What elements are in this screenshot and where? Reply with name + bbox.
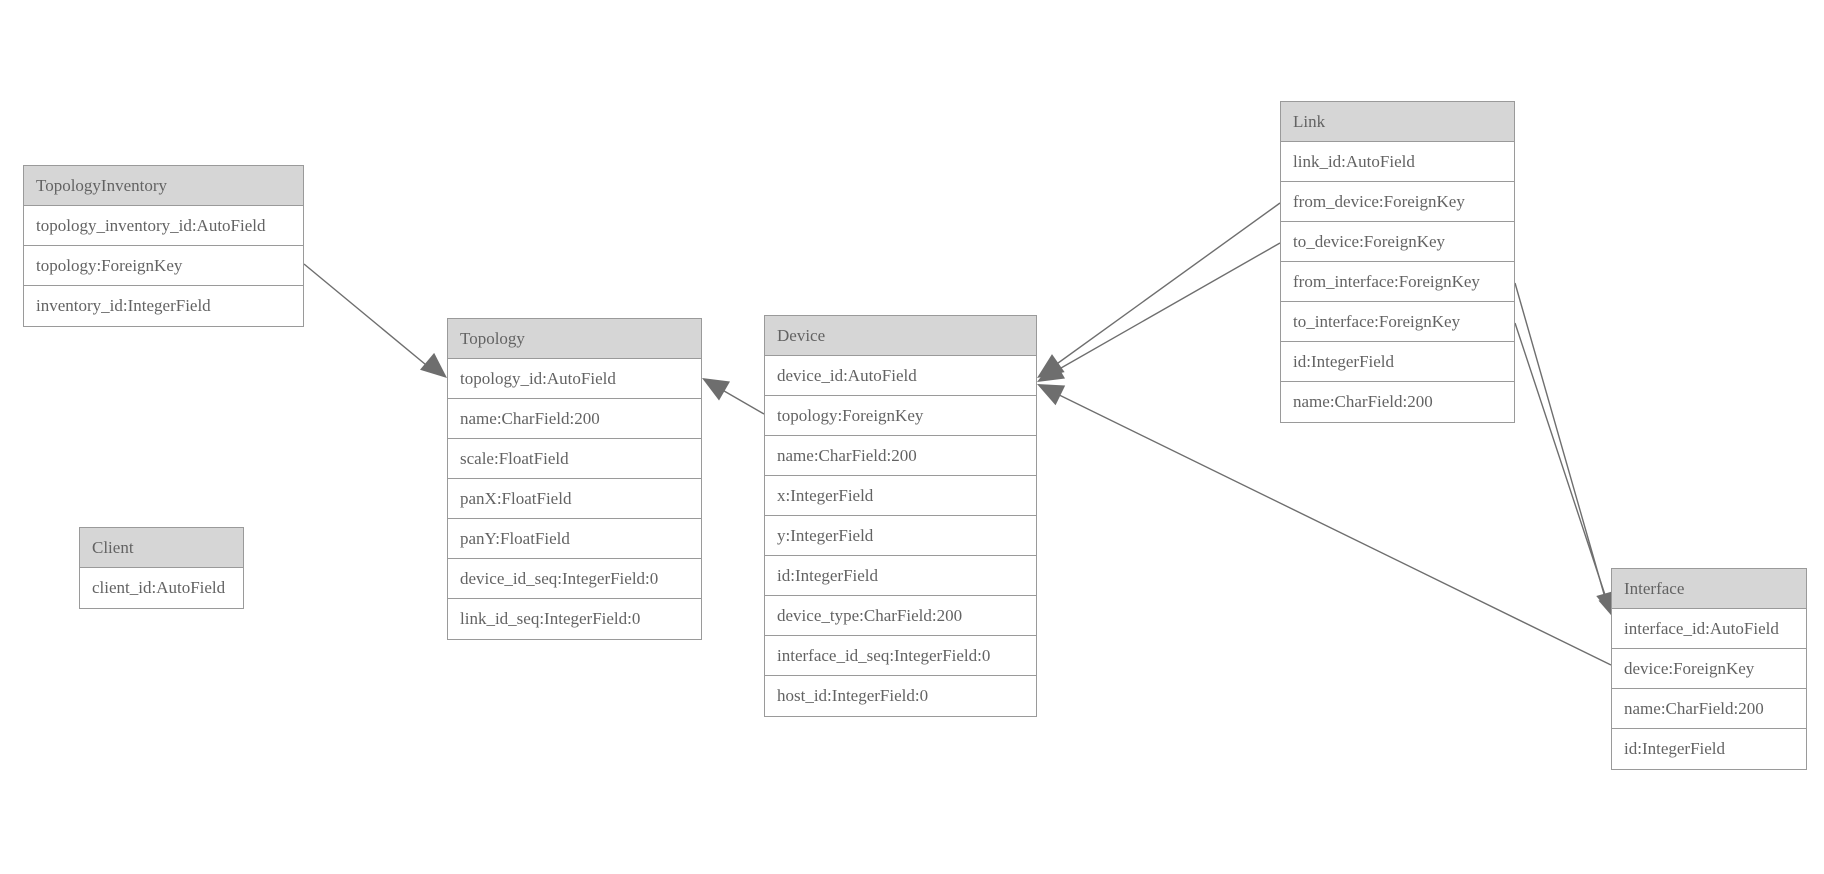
entity-field: device:ForeignKey: [1612, 649, 1806, 689]
entity-field: from_interface:ForeignKey: [1281, 262, 1514, 302]
entity-field: device_id_seq:IntegerField:0: [448, 559, 701, 599]
entity-field: id:IntegerField: [1612, 729, 1806, 769]
entity-field: link_id_seq:IntegerField:0: [448, 599, 701, 639]
entity-field: topology_id:AutoField: [448, 359, 701, 399]
relationship-line-link-to-device: [1046, 242, 1281, 377]
entity-field: id:IntegerField: [1281, 342, 1514, 382]
entity-field: panY:FloatField: [448, 519, 701, 559]
entity-field: id:IntegerField: [765, 556, 1036, 596]
entity-field: to_device:ForeignKey: [1281, 222, 1514, 262]
entity-field: client_id:AutoField: [80, 568, 243, 608]
relationship-line-link-to-interface: [1514, 322, 1612, 614]
relationship-line-link-from-interface: [1514, 282, 1609, 609]
entity-field: inventory_id:IntegerField: [24, 286, 303, 326]
entity-field: x:IntegerField: [765, 476, 1036, 516]
entity-field: topology_inventory_id:AutoField: [24, 206, 303, 246]
entity-field: device_id:AutoField: [765, 356, 1036, 396]
entity-title-interface: Interface: [1612, 569, 1806, 609]
entity-field: device_type:CharField:200: [765, 596, 1036, 636]
entity-field: host_id:IntegerField:0: [765, 676, 1036, 716]
entity-title-topology-inventory: TopologyInventory: [24, 166, 303, 206]
relationship-line-interface-device: [1046, 388, 1612, 666]
entity-field: to_interface:ForeignKey: [1281, 302, 1514, 342]
entity-field: topology:ForeignKey: [765, 396, 1036, 436]
relationship-line-link-from-device: [1046, 202, 1281, 372]
entity-field: from_device:ForeignKey: [1281, 182, 1514, 222]
entity-field: interface_id_seq:IntegerField:0: [765, 636, 1036, 676]
entity-field: topology:ForeignKey: [24, 246, 303, 286]
entity-field: name:CharField:200: [765, 436, 1036, 476]
entity-field: interface_id:AutoField: [1612, 609, 1806, 649]
relationship-arrowhead-interface-device: [1037, 384, 1066, 406]
entity-field: name:CharField:200: [1281, 382, 1514, 422]
entity-title-client: Client: [80, 528, 243, 568]
entity-field: name:CharField:200: [1612, 689, 1806, 729]
entity-field: y:IntegerField: [765, 516, 1036, 556]
relationship-line-device-topology: [711, 383, 765, 415]
entity-field: panX:FloatField: [448, 479, 701, 519]
entity-field-list: client_id:AutoField: [80, 568, 243, 608]
entity-title-link: Link: [1281, 102, 1514, 142]
entity-title-device: Device: [765, 316, 1036, 356]
entity-field: link_id:AutoField: [1281, 142, 1514, 182]
entity-field: name:CharField:200: [448, 399, 701, 439]
entity-field: scale:FloatField: [448, 439, 701, 479]
relationship-line-topologyinventory-topology: [303, 263, 438, 375]
entity-title-topology: Topology: [448, 319, 701, 359]
